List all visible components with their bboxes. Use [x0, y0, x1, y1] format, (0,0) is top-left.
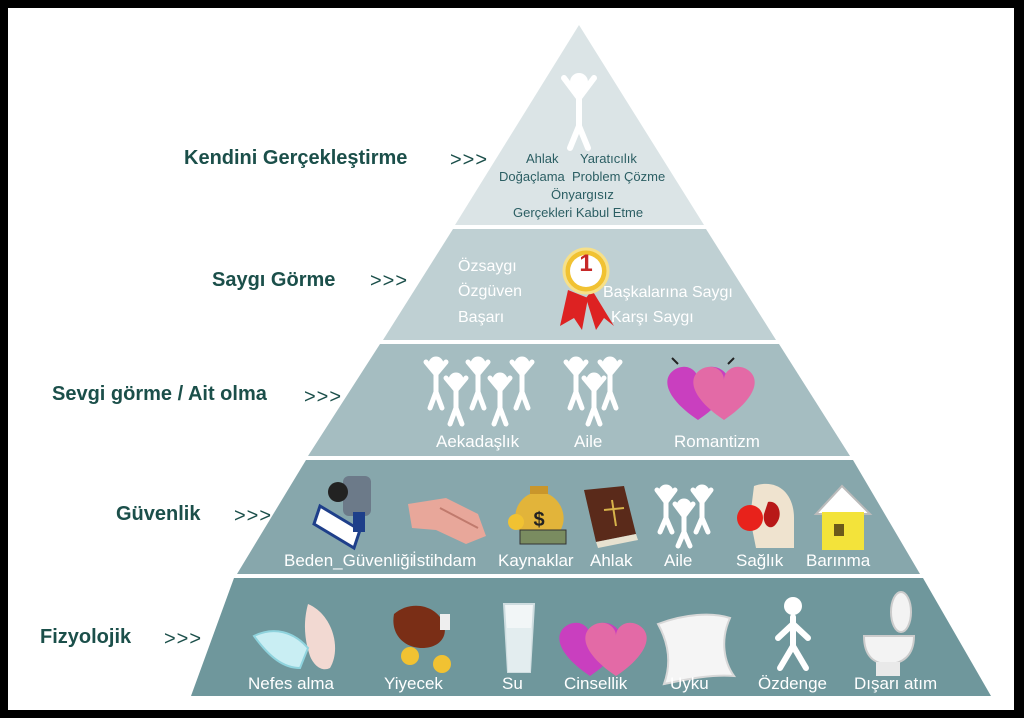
item-label: Özsaygı	[458, 258, 517, 275]
toilet-icon	[862, 591, 916, 676]
item-label: Başarı	[458, 309, 505, 326]
level-title-esteem: Saygı Görme	[212, 269, 336, 291]
pyramid-canvas: $	[8, 8, 1014, 710]
item-label: Problem Çözme	[572, 169, 666, 184]
item-label: Yaratıcılık	[580, 151, 637, 166]
item-label: Su	[502, 674, 523, 693]
item-label: Cinsellik	[564, 674, 628, 693]
heart-organ-icon	[737, 483, 794, 548]
item-label: Dışarı atım	[854, 674, 938, 693]
level-arrow: >>>	[304, 386, 343, 408]
level-arrow: >>>	[450, 149, 489, 171]
level-title-physiological: Fizyolojik	[40, 626, 132, 648]
item-label: Ahlak	[526, 151, 559, 166]
item-label: Aekadaşlık	[436, 432, 520, 451]
level-title-safety: Güvenlik	[116, 503, 201, 525]
item-label: Özgüven	[458, 283, 523, 300]
item-label: İstihdam	[412, 551, 477, 570]
medal-rank: 1	[579, 250, 593, 277]
item-label: Başkalarına Saygı	[603, 284, 733, 301]
level-4-band	[237, 460, 920, 574]
item-label: Doğaçlama	[499, 169, 565, 184]
people-group-icon	[563, 356, 623, 427]
bible-icon	[584, 486, 638, 548]
item-label: Nefes alma	[248, 674, 334, 693]
handshake-icon	[408, 498, 486, 544]
people-group-icon	[654, 484, 714, 549]
pyramid-svg: $	[191, 25, 991, 696]
item-label: Özdenge	[758, 674, 827, 693]
item-label: Romantizm	[674, 432, 760, 451]
item-label: Sağlık	[736, 551, 784, 570]
item-label: Aile	[574, 432, 603, 451]
level-arrow: >>>	[370, 270, 409, 292]
item-label: Önyargısız	[551, 187, 614, 202]
item-label: Barınma	[806, 551, 871, 570]
item-label: Yiyecek	[384, 674, 443, 693]
item-label: Gerçekleri Kabul Etme	[513, 205, 644, 220]
water-glass-icon	[502, 603, 536, 673]
item-label: Kaynaklar	[498, 551, 574, 570]
item-label: Ahlak	[590, 551, 633, 570]
money-bag-icon: $	[508, 486, 567, 545]
hearts-icon	[559, 622, 647, 676]
person-icon	[561, 73, 597, 151]
security-guard-icon	[312, 476, 371, 551]
item-label: Beden_Güvenliği	[284, 551, 414, 570]
hearts-icon	[667, 357, 755, 420]
level-title-love-belonging: Sevgi görme / Ait olma	[52, 383, 267, 405]
house-icon	[813, 484, 873, 550]
food-icon	[393, 605, 451, 673]
level-title-self-actualization: Kendini Gerçekleştirme	[184, 147, 408, 169]
svg-text:$: $	[533, 509, 544, 531]
item-label: Karşı Saygı	[611, 309, 694, 326]
pillow-icon	[656, 613, 737, 686]
breath-icon	[252, 604, 336, 670]
people-group-icon	[423, 356, 535, 427]
level-arrow: >>>	[164, 628, 203, 650]
level-arrow: >>>	[234, 505, 273, 527]
medal-icon	[560, 247, 614, 330]
person-icon	[775, 597, 811, 671]
item-label: Aile	[664, 551, 693, 570]
item-label: Uyku	[670, 674, 709, 693]
